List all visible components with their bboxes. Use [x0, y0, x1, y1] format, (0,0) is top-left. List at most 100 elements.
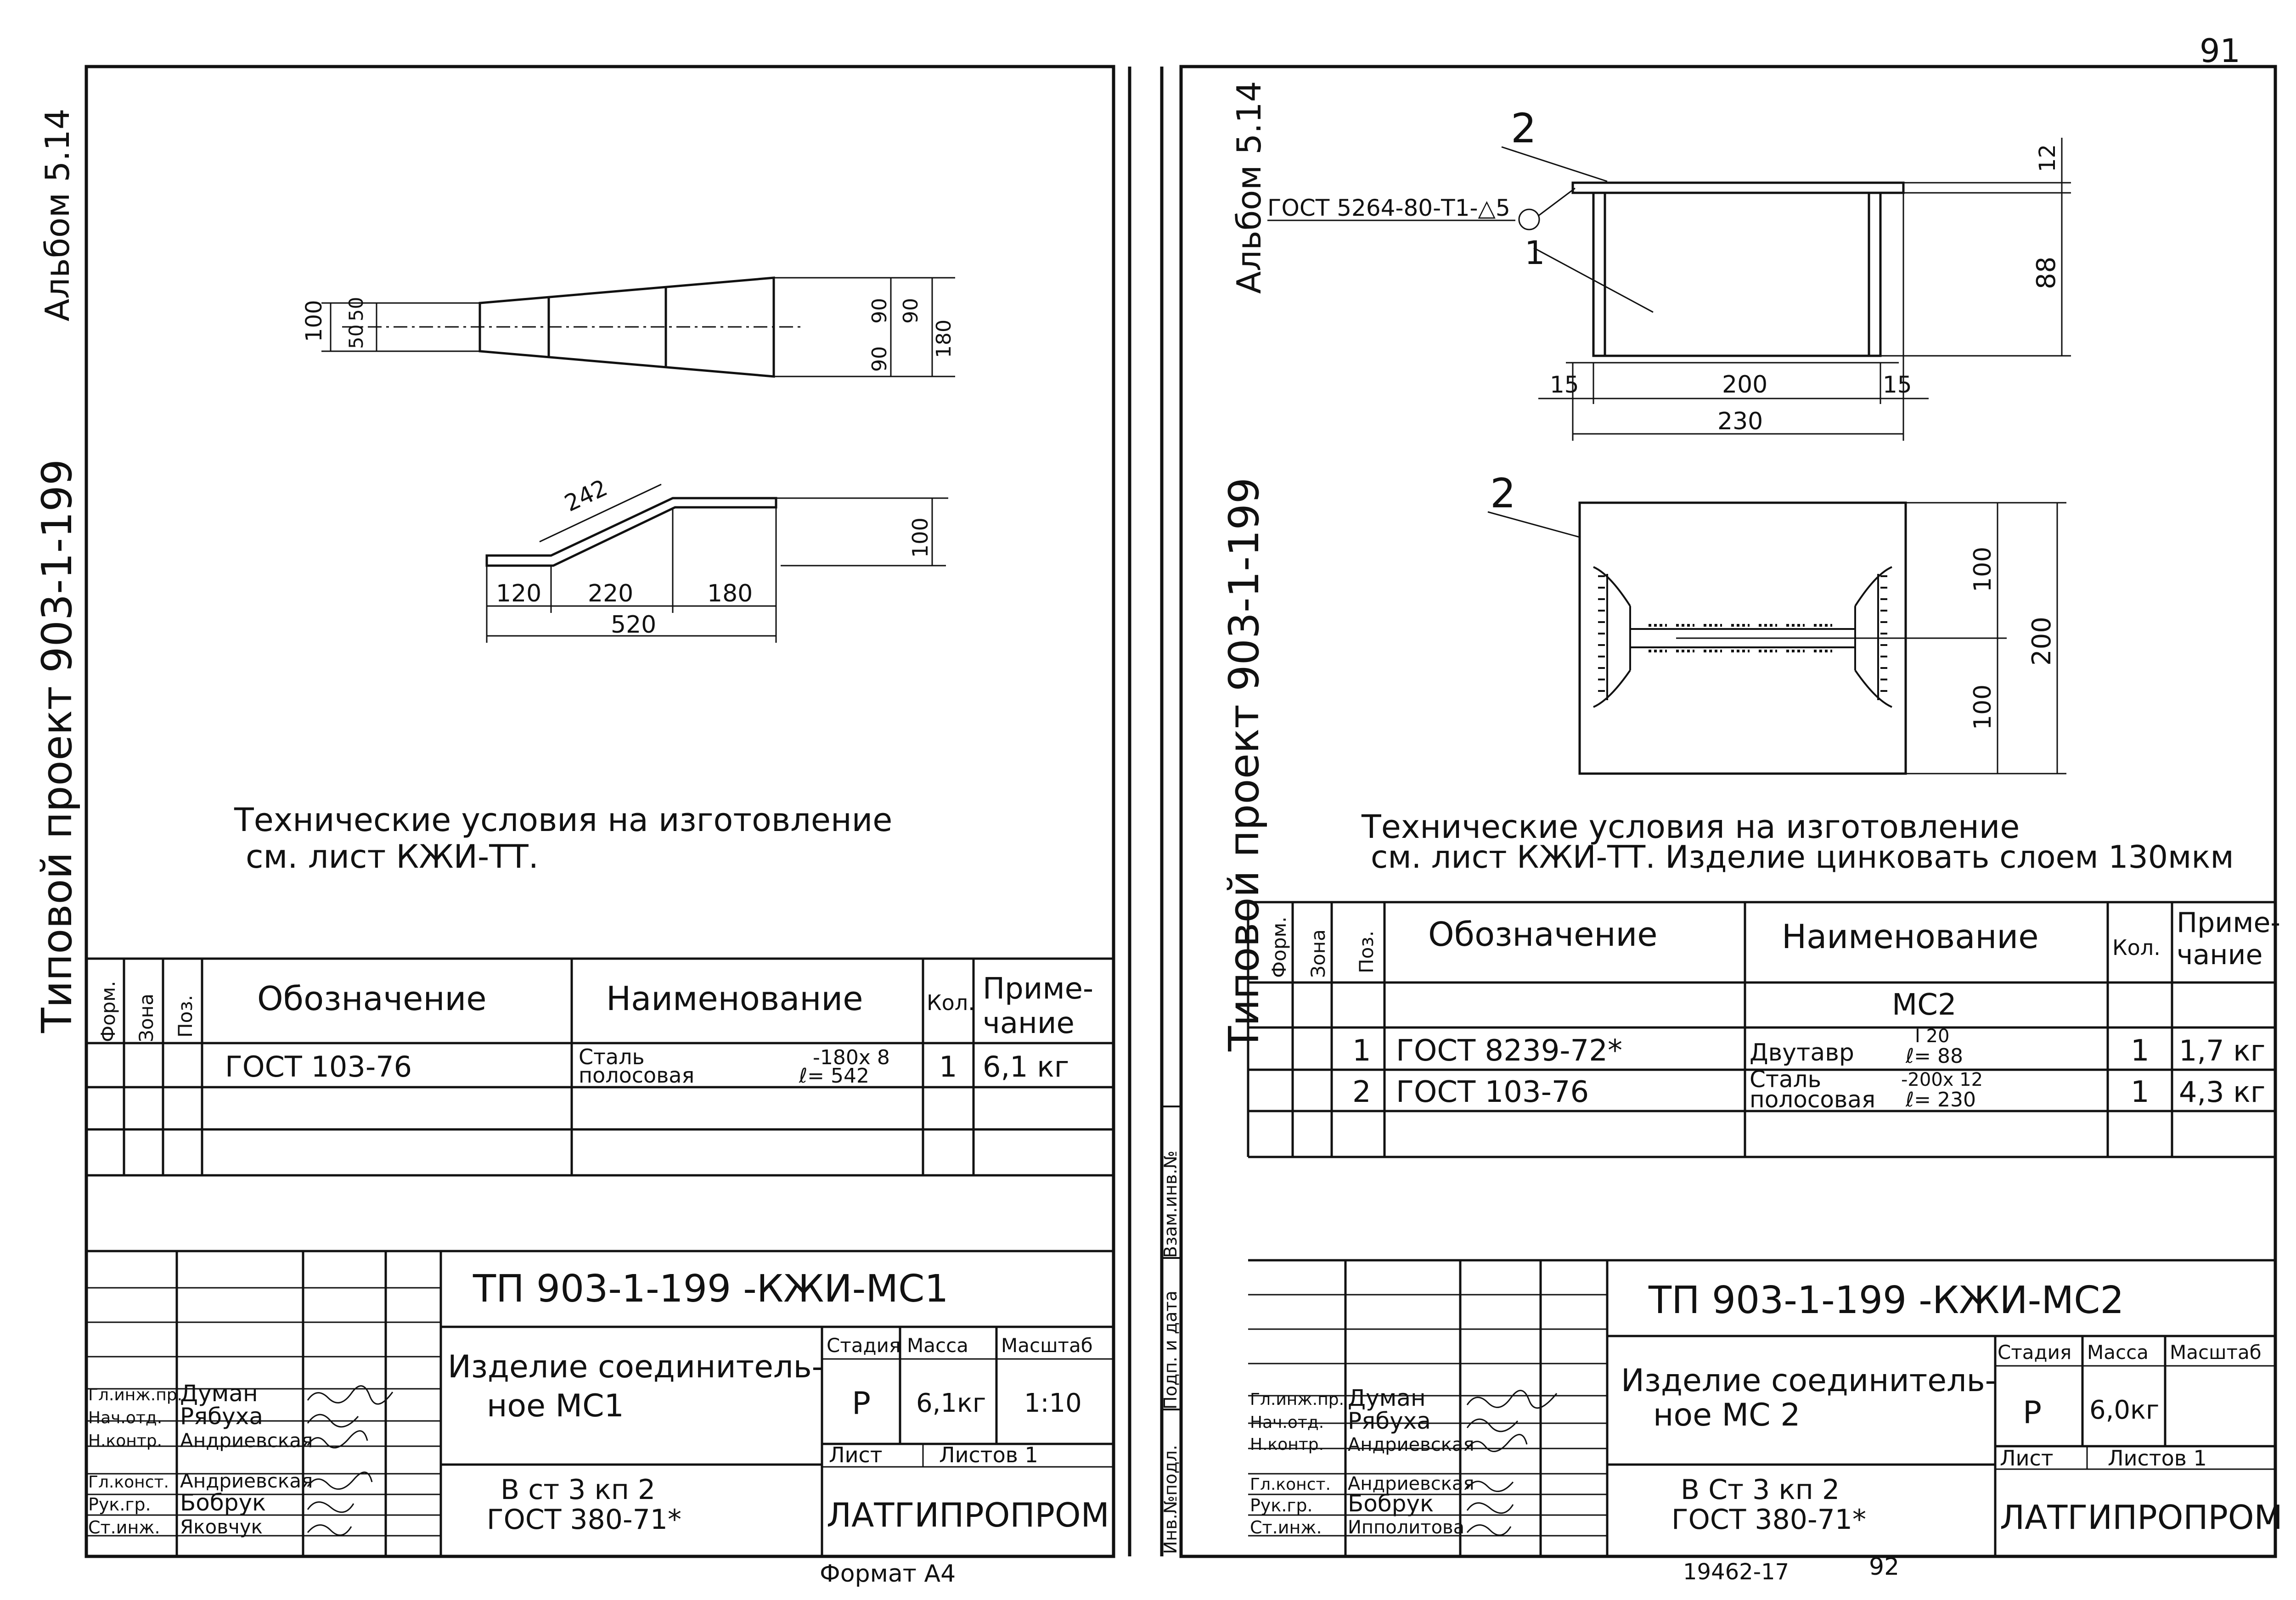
- dim-50-b: 50: [345, 297, 367, 321]
- right-spec-row: 2 ГОСТ 103-76 Сталь полосовая -200х 12 ℓ…: [1352, 1066, 2265, 1113]
- left-title-block-lines: [86, 1250, 1114, 1556]
- dim-120: 120: [496, 580, 541, 607]
- right-signer-role: Н.контр.: [1250, 1435, 1324, 1454]
- left-signer-role: Ст.инж.: [88, 1517, 160, 1538]
- left-sheet-label: Лист: [829, 1443, 883, 1467]
- right-signatures: [1466, 1390, 1558, 1536]
- right-row2-pos: 2: [1352, 1075, 1371, 1109]
- dim-12: 12: [2035, 144, 2060, 172]
- right-row1-param2: ℓ= 88: [1905, 1044, 1963, 1068]
- left-spec-table-lines: [86, 957, 1114, 1177]
- right-tech-line2: см. лист КЖИ-ТТ. Изделие цинковать слоем…: [1371, 839, 2234, 876]
- right-row1-pos: 1: [1352, 1034, 1371, 1068]
- dim-90-a: 90: [868, 298, 891, 324]
- left-signer-name: Андриевская: [180, 1470, 313, 1492]
- left-signer-role: Гл.конст.: [88, 1473, 169, 1492]
- dim-15-right: 15: [1883, 371, 1912, 398]
- right-row2-name1: Сталь: [1750, 1066, 1821, 1093]
- left-h-scale: Масштаб: [1001, 1334, 1093, 1357]
- left-signatures: [307, 1385, 394, 1536]
- left-side-view: [485, 483, 948, 643]
- right-signer-name: Рябуха: [1348, 1408, 1431, 1434]
- right-spec-row: 1 ГОСТ 8239-72* Двутавр Ι 20 ℓ= 88 1 1,7…: [1352, 1026, 2265, 1068]
- dim-180: 180: [932, 320, 956, 358]
- left-signer-name: Бобрук: [180, 1489, 266, 1516]
- right-row1-name1: Двутавр: [1750, 1039, 1854, 1067]
- right-weld-note: ГОСТ 5264-80-Т1-△5: [1267, 195, 1510, 221]
- left-signer-name: Андриевская: [180, 1429, 313, 1452]
- right-front-view: [1267, 138, 2071, 441]
- left-row1-designation: ГОСТ 103-76: [225, 1050, 412, 1084]
- right-h-qty: Кол.: [2112, 935, 2161, 960]
- right-h-form: Форм.: [1268, 916, 1290, 978]
- left-h-form: Форм.: [97, 981, 119, 1042]
- dim-200-vertical: 200: [2027, 617, 2057, 666]
- right-h-mass: Масса: [2087, 1341, 2149, 1364]
- right-label-2-plan: 2: [1490, 470, 1516, 517]
- right-mass: 6,0кг: [2089, 1395, 2159, 1425]
- left-row1-name1: Сталь: [579, 1044, 645, 1069]
- right-sheets-label: Листов 1: [2108, 1446, 2207, 1471]
- right-h-note2: чание: [2177, 939, 2262, 971]
- dim-15-left: 15: [1550, 371, 1579, 398]
- dim-100-upper: 100: [1969, 547, 1997, 592]
- right-row1-note: 1,7 кг: [2179, 1034, 2265, 1067]
- left-stage: Р: [852, 1386, 871, 1422]
- left-signer-name: Рябуха: [180, 1403, 263, 1430]
- left-h-zone: Зона: [135, 994, 158, 1042]
- right-title-code: ТП 903-1-199 -КЖИ-МС2: [1648, 1279, 2124, 1322]
- left-plan-view: [321, 276, 955, 378]
- right-h-stage: Стадия: [1998, 1341, 2071, 1364]
- left-signer-role: Н.контр.: [88, 1432, 162, 1450]
- right-signer-role: Гл.конст.: [1250, 1475, 1331, 1494]
- right-spec-group: МС2: [1892, 988, 1957, 1022]
- right-row1-param1: Ι 20: [1915, 1026, 1949, 1047]
- right-h-designation: Обозначение: [1428, 915, 1658, 954]
- right-row2-name2: полосовая: [1750, 1086, 1875, 1113]
- right-sheet-label: Лист: [2000, 1446, 2054, 1471]
- right-title-block-lines: [1248, 1259, 2275, 1556]
- right-title-name1: Изделие соединитель-: [1621, 1363, 1996, 1399]
- left-signer-name: Яковчук: [180, 1516, 263, 1538]
- right-side-sign: Подп. и дата: [1160, 1291, 1181, 1409]
- right-h-pos: Поз.: [1355, 931, 1378, 973]
- right-title-name2: ное МС 2: [1653, 1397, 1801, 1433]
- left-row1-param1: -180х 8: [813, 1046, 890, 1069]
- left-signer-role: Нач.отд.: [88, 1409, 162, 1427]
- right-signer-role: Ст.инж.: [1250, 1517, 1322, 1538]
- right-album-label: Альбом 5.14: [1230, 81, 1268, 294]
- left-h-mass: Масса: [907, 1334, 968, 1357]
- right-footer-code: 19462-17: [1683, 1559, 1789, 1585]
- right-tech-line1: Технические условия на изготовление: [1361, 808, 2020, 846]
- right-h-zone: Зона: [1307, 929, 1329, 978]
- left-album-label: Альбом 5.14: [38, 108, 77, 321]
- right-row2-note: 4,3 кг: [2179, 1075, 2265, 1109]
- right-row1-qty: 1: [2131, 1034, 2150, 1068]
- page-number: 91: [2200, 32, 2240, 70]
- right-label-2-top: 2: [1511, 105, 1536, 152]
- dim-200: 200: [1722, 371, 1767, 399]
- right-signers: Гл.инж.пр. Думан Нач.отд. Рябуха Н.контр…: [1250, 1385, 1474, 1538]
- left-row1-note: 6,1 кг: [983, 1050, 1069, 1084]
- dim-88: 88: [2032, 257, 2061, 289]
- right-h-note1: Приме-: [2177, 907, 2280, 939]
- left-h-pos: Поз.: [174, 995, 197, 1038]
- left-material1: В ст 3 кп 2: [501, 1474, 655, 1506]
- left-h-name: Наименование: [606, 979, 863, 1018]
- left-sheets-label: Листов 1: [939, 1443, 1038, 1467]
- left-project-label: Типовой проект 903-1-199: [33, 459, 81, 1033]
- left-org: ЛАТГИПРОПРОМ: [827, 1496, 1109, 1534]
- dim-100-lower: 100: [1969, 685, 1997, 730]
- right-footer-page: 92: [1869, 1553, 1899, 1581]
- dim-220: 220: [588, 580, 633, 607]
- right-side-inv: Инв.№подл.: [1160, 1445, 1181, 1554]
- right-row2-param1: -200х 12: [1901, 1069, 1983, 1090]
- right-side-replace: Взам.инв.№: [1160, 1151, 1181, 1258]
- left-scale: 1:10: [1024, 1388, 1082, 1418]
- frames: [84, 65, 2277, 1558]
- right-project-label: Типовой проект 903-1-199: [1220, 477, 1268, 1052]
- right-signer-name: Думан: [1348, 1385, 1426, 1411]
- right-h-scale: Масштаб: [2170, 1341, 2262, 1364]
- right-label-1: 1: [1525, 234, 1545, 272]
- right-stage: Р: [2023, 1395, 2042, 1431]
